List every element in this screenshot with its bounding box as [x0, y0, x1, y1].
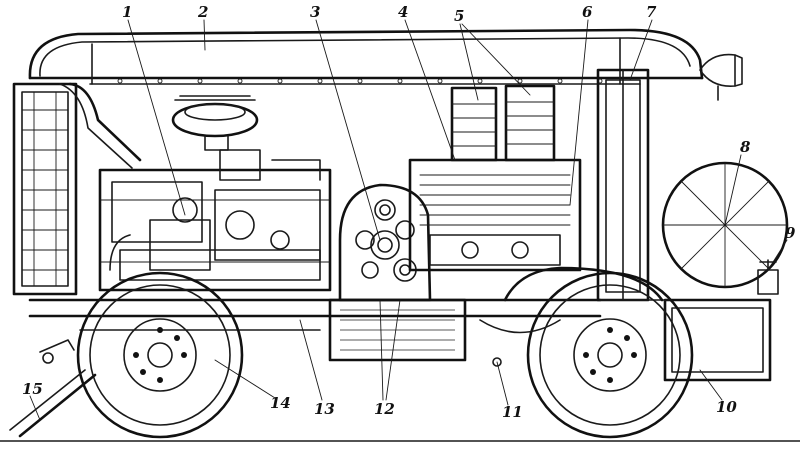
callout-7: 7: [646, 3, 657, 21]
callout-14: 14: [270, 394, 291, 412]
callout-9: 9: [785, 224, 796, 242]
engine-block: [98, 149, 332, 292]
callout-13: 13: [314, 400, 335, 418]
front-wheel: [76, 271, 244, 439]
rear-wheel-arch: [503, 266, 664, 302]
callout-3: 3: [310, 3, 320, 21]
callout-4: 4: [398, 3, 408, 21]
callout-15: 15: [22, 380, 43, 398]
callout-5: 5: [454, 7, 464, 25]
callout-8: 8: [740, 138, 751, 156]
callout-6: 6: [582, 3, 593, 21]
tool-box: [663, 298, 772, 382]
towbar: [9, 339, 97, 438]
gear-train: [338, 183, 432, 302]
leader-lines: [29, 19, 788, 421]
air-filter: [171, 95, 259, 151]
radiator-left: [12, 82, 142, 296]
roof-canopy: [28, 28, 704, 85]
radiator-right: [596, 68, 650, 302]
callout-1: 1: [122, 3, 132, 21]
callout-10: 10: [716, 398, 737, 416]
rear-wheel: [526, 271, 694, 439]
compressor: [408, 84, 582, 272]
callout-11: 11: [502, 403, 523, 421]
leaf-spring: [479, 319, 561, 367]
callout-numbers: 1 2 3 4 5 6 7 8 9 10 11 12 13 14 15: [22, 3, 796, 421]
callout-12: 12: [374, 400, 395, 418]
callout-2: 2: [197, 3, 208, 21]
headlamp: [699, 53, 743, 101]
